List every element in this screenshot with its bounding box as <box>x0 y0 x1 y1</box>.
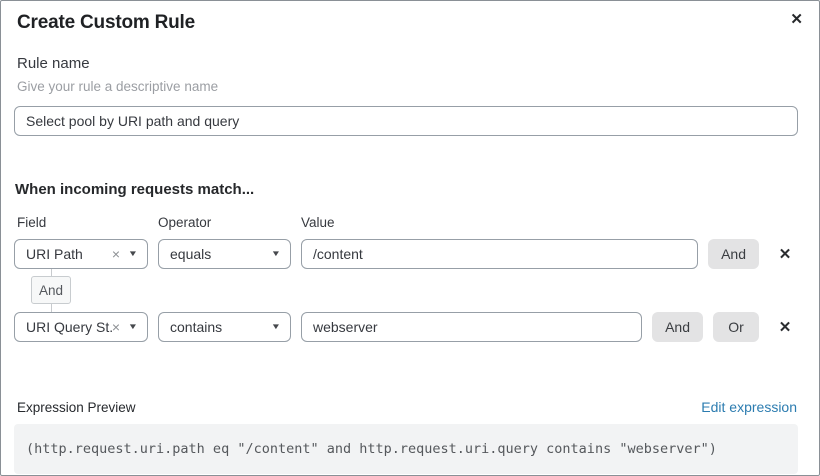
field-select[interactable]: URI Query St... × ▼ <box>14 312 148 342</box>
clear-icon[interactable]: × <box>111 319 121 335</box>
or-button[interactable]: Or <box>713 312 759 342</box>
edit-expression-link[interactable]: Edit expression <box>701 399 797 415</box>
operator-select[interactable]: equals ▼ <box>158 239 291 269</box>
condition-row: URI Query St... × ▼ contains ▼ And Or ✕ <box>14 312 798 342</box>
value-input[interactable] <box>301 312 643 342</box>
field-column-label: Field <box>17 215 47 230</box>
close-icon[interactable]: ✕ <box>790 11 803 28</box>
rule-name-help: Give your rule a descriptive name <box>17 79 219 94</box>
match-heading: When incoming requests match... <box>15 181 255 198</box>
chevron-down-icon: ▼ <box>127 322 139 331</box>
value-input[interactable] <box>301 239 699 269</box>
chevron-down-icon: ▼ <box>127 249 139 258</box>
column-labels: Field Operator Value <box>14 215 798 230</box>
delete-row-icon[interactable]: ✕ <box>778 245 792 263</box>
joiner: And <box>31 269 71 312</box>
clear-icon[interactable]: × <box>111 246 121 262</box>
field-select-value: URI Path <box>26 246 83 262</box>
chevron-down-icon: ▼ <box>270 322 282 331</box>
dialog-title: Create Custom Rule <box>17 12 195 33</box>
expression-header: Expression Preview Edit expression <box>17 399 797 415</box>
rule-name-label: Rule name <box>17 55 90 72</box>
expression-preview-code: (http.request.uri.path eq "/content" and… <box>14 424 798 474</box>
operator-column-label: Operator <box>158 215 212 230</box>
condition-row: URI Path × ▼ equals ▼ And ✕ <box>14 239 798 269</box>
connector-line <box>50 269 52 276</box>
and-button[interactable]: And <box>652 312 703 342</box>
delete-row-icon[interactable]: ✕ <box>778 318 792 336</box>
and-button[interactable]: And <box>708 239 759 269</box>
operator-select-value: contains <box>170 319 223 335</box>
value-column-label: Value <box>301 215 335 230</box>
chevron-down-icon: ▼ <box>270 249 282 258</box>
joiner-and-badge[interactable]: And <box>31 276 71 304</box>
connector-line <box>50 304 52 312</box>
operator-select-value: equals <box>170 246 212 262</box>
operator-select[interactable]: contains ▼ <box>158 312 291 342</box>
field-select[interactable]: URI Path × ▼ <box>14 239 148 269</box>
rule-name-input[interactable] <box>14 106 798 136</box>
expression-preview-label: Expression Preview <box>17 400 136 415</box>
field-select-value: URI Query St... <box>26 319 112 335</box>
